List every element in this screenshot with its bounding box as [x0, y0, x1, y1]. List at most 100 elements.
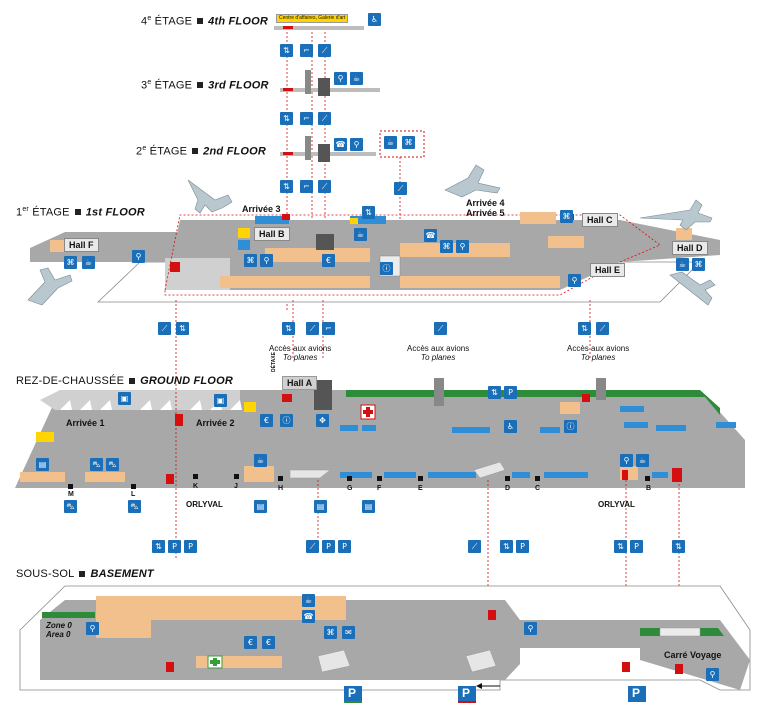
gate-k: K [193, 483, 199, 490]
escalator-icon: ⟋ [434, 322, 447, 335]
parking-icon: P [322, 540, 335, 553]
restroom-icon: ⚲ [568, 274, 581, 287]
escalator-icon: ⟋ [394, 182, 407, 195]
parking-icon: P [338, 540, 351, 553]
restroom-icon: ⚲ [86, 622, 99, 635]
restaurant-icon: ⌘ [440, 240, 453, 253]
bus-icon: ▤ [254, 500, 267, 513]
elevator-icon: ⇅ [578, 322, 591, 335]
cafe-icon: ☕ [350, 72, 363, 85]
cafe-icon: ☕ [82, 256, 95, 269]
restroom-icon: ⚲ [132, 250, 145, 263]
exchange-icon: € [262, 636, 275, 649]
mail-icon: ✉ [342, 626, 355, 639]
info-icon: ⓘ [280, 414, 293, 427]
restaurant-icon: ⌘ [244, 254, 257, 267]
orlyval-right: ORLYVAL [598, 500, 635, 509]
bus-icon: ▤ [362, 500, 375, 513]
restaurant-icon: ⌘ [692, 258, 705, 271]
parking-icon: P [504, 386, 517, 399]
bus-icon: ▤ [314, 500, 327, 513]
info-icon: ⓘ [564, 420, 577, 433]
escalator-icon: ⟋ [306, 540, 319, 553]
fourth-floor-sign: Centre d'affaires, Galerie d'art [276, 14, 349, 23]
cafe-icon: ☕ [254, 454, 267, 467]
detaxe-label: DÉTAXE [271, 352, 277, 372]
restroom-icon: ⚲ [350, 138, 363, 151]
parking-icon: P [168, 540, 181, 553]
escalator-icon: ⟋ [318, 112, 331, 125]
parking-icon: P [184, 540, 197, 553]
restaurant-icon: ⌘ [64, 256, 77, 269]
exchange-icon: € [322, 254, 335, 267]
cafe-icon: ☕ [384, 136, 397, 149]
bus-icon: ▤ [36, 458, 49, 471]
cafe-icon: ☕ [354, 228, 367, 241]
gate-g: G [347, 485, 353, 492]
escalator-icon: ⟋ [596, 322, 609, 335]
carre-voyage-label: Carré Voyage [664, 650, 722, 660]
gate-b: B [646, 485, 652, 492]
exchange-icon: € [260, 414, 273, 427]
info-icon: ⓘ [380, 262, 393, 275]
arrivee-5: Arrivée 5 [466, 208, 505, 218]
hall-f: Hall F [64, 238, 99, 252]
gate-l: L [131, 491, 136, 498]
elevator-icon: ⇅ [152, 540, 165, 553]
hall-b: Hall B [254, 227, 290, 241]
second-floor-services-box [379, 130, 425, 158]
upper-floor-shafts [274, 26, 380, 310]
elevator-icon: ⇅ [488, 386, 501, 399]
restroom-icon: ⚲ [456, 240, 469, 253]
escalator-icon: ⟋ [318, 180, 331, 193]
phone-icon: ☎ [334, 138, 347, 151]
car-rental-icon: ⛍ [90, 458, 103, 471]
hall-d: Hall D [672, 241, 708, 255]
baggage-icon: ▣ [214, 394, 227, 407]
phone-icon: ☎ [424, 229, 437, 242]
parking-icon: P [516, 540, 529, 553]
phone-icon: ☎ [302, 610, 315, 623]
gate-h: H [278, 485, 284, 492]
gate-d: D [505, 485, 511, 492]
escalator-icon: ⟋ [468, 540, 481, 553]
basement [19, 585, 751, 703]
hall-e: Hall E [590, 263, 626, 277]
restaurant-icon: ⌘ [324, 626, 337, 639]
airplane-icon [27, 164, 716, 306]
gate-m: M [68, 491, 74, 498]
restroom-icon: ⚲ [706, 668, 719, 681]
baggage-icon: ▣ [118, 392, 131, 405]
elevator-icon: ⇅ [280, 180, 293, 193]
parking-icon: P [630, 540, 643, 553]
parking-icon: P [348, 686, 357, 700]
hall-a: Hall A [282, 376, 318, 390]
escalator-icon: ⟋ [306, 322, 319, 335]
elevator-icon: ⇅ [282, 322, 295, 335]
arrivee-1: Arrivée 1 [66, 418, 105, 428]
car-rental-icon: ⛍ [106, 458, 119, 471]
parking-icon: P [462, 686, 471, 700]
cafe-icon: ☕ [302, 594, 315, 607]
taxi-icon: ⛍ [128, 500, 141, 513]
restroom-icon: ♿ [368, 13, 381, 26]
gate-j: J [234, 483, 238, 490]
elevator-icon: ⇅ [176, 322, 189, 335]
restaurant-icon: ⌘ [402, 136, 415, 149]
escalator-icon: ⟋ [318, 44, 331, 57]
elevator-icon: ⇅ [614, 540, 627, 553]
fourth-floor-slab [274, 26, 364, 30]
elevator-icon: ⇅ [672, 540, 685, 553]
escalator-icon: ⟋ [158, 322, 171, 335]
stairs-icon: ⌐ [300, 112, 313, 125]
restroom-icon: ⚲ [524, 622, 537, 635]
restroom-icon: ⚲ [260, 254, 273, 267]
